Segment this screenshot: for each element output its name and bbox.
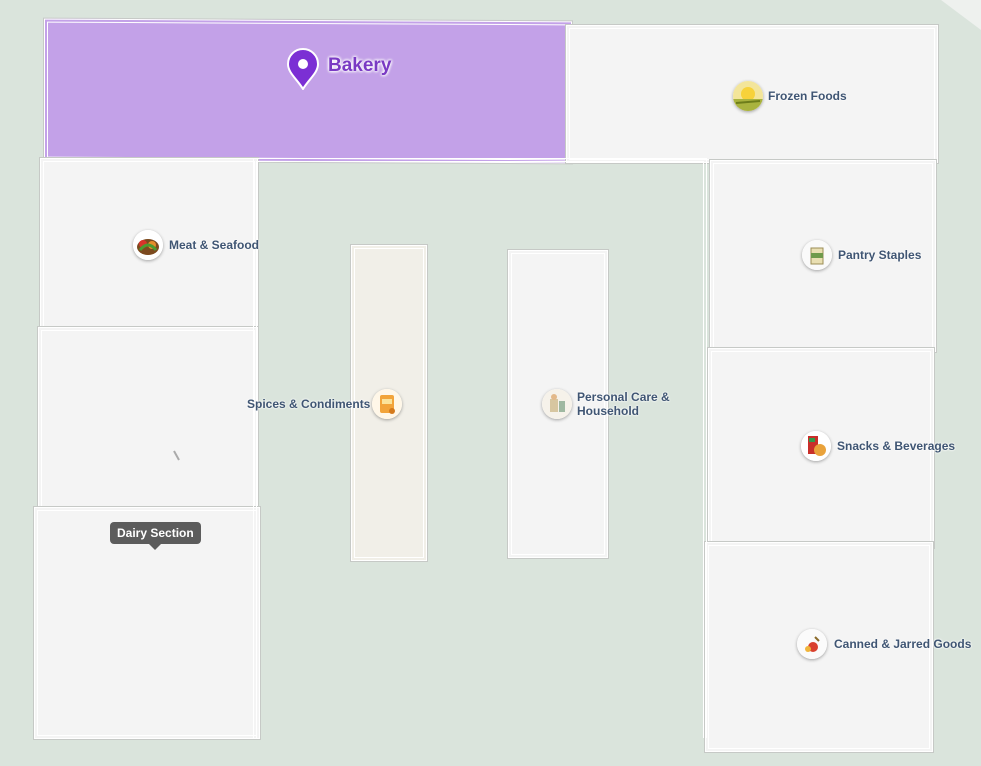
personal-care-label[interactable]: Personal Care & Household	[577, 390, 670, 418]
dairy-section-tooltip: Dairy Section	[110, 522, 201, 550]
frozen-foods-label[interactable]: Frozen Foods	[768, 89, 847, 103]
personal-care-icon[interactable]	[542, 389, 572, 419]
canned-jarred-label[interactable]: Canned & Jarred Goods	[834, 637, 972, 651]
aisle-personal-care[interactable]	[508, 250, 608, 558]
pantry-staples-icon[interactable]	[802, 240, 832, 270]
spices-condiments-icon[interactable]	[372, 389, 402, 419]
personal-care-label-line1: Personal Care &	[577, 390, 670, 404]
small-mark-icon	[173, 450, 180, 461]
zone-dairy[interactable]	[34, 507, 260, 739]
snacks-beverages-icon[interactable]	[801, 431, 831, 461]
frozen-foods-icon[interactable]	[733, 81, 763, 111]
meat-seafood-label[interactable]: Meat & Seafood	[169, 238, 260, 252]
bakery-label[interactable]: Bakery	[328, 55, 392, 76]
location-pin-icon[interactable]	[286, 48, 320, 95]
spices-condiments-label[interactable]: Spices & Condiments	[247, 397, 371, 411]
canned-jarred-icon[interactable]	[797, 629, 827, 659]
snacks-beverages-label[interactable]: Snacks & Beverages	[837, 439, 956, 453]
personal-care-label-line2: Household	[577, 404, 639, 418]
corner-decoration	[941, 0, 981, 30]
center-floor-outline	[253, 158, 707, 738]
zone-left-middle[interactable]	[38, 327, 258, 517]
meat-seafood-icon[interactable]	[133, 230, 163, 260]
pantry-staples-label[interactable]: Pantry Staples	[838, 248, 922, 262]
